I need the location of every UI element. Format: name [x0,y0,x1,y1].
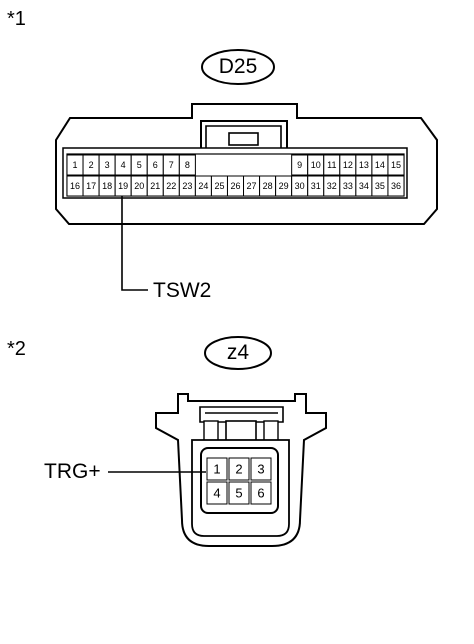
connector1-pin-cell [387,154,405,176]
connector1-pin: 23 [182,181,192,191]
connector1-pin: 21 [150,181,160,191]
connector2-name: z4 [226,341,250,364]
connector2-pin: 2 [235,462,242,477]
connector2-marker: *2 [7,338,26,360]
connector1-signal-line [121,196,148,291]
connector2-pin-cell [206,457,228,481]
connector1-pin: 35 [375,181,385,191]
connector1-name: D25 [218,55,258,78]
connector2-pin-cell [250,457,272,481]
connector1-pin: 12 [343,160,353,170]
connector1-pin: 13 [359,160,369,170]
connector1-pin: 6 [153,160,158,170]
connector1-pin: 25 [214,181,224,191]
connector2-pin: 1 [213,462,220,477]
connector1-pins-row2: 16 17 18 19 20 21 22 23 24 25 26 27 28 29 30 31 32 33 34 35… [66,175,405,197]
connector2-signal-label: TRG+ [44,460,101,483]
connector1-pin: 18 [102,181,112,191]
connector1-pin: 32 [327,181,337,191]
connector1-pin: 30 [295,181,305,191]
connector1-pin: 2 [89,160,94,170]
connector1-pin: 8 [185,160,190,170]
connector2-pin-cell [228,457,250,481]
connector1-pin: 17 [86,181,96,191]
connector1-pin: 4 [121,160,126,170]
connector1-latch-tab [228,132,259,146]
connector1-pin: 3 [105,160,110,170]
connector2-pin-cell [250,481,272,505]
connector2-pin-cell [206,481,228,505]
connector1-pin: 15 [391,160,401,170]
connector1-pin: 22 [166,181,176,191]
connector2-pin-cell [228,481,250,505]
connector1-pin: 29 [279,181,289,191]
connector1-pin: 24 [198,181,208,191]
connector1-pin: 36 [391,181,401,191]
connector2-lock-arm-left [203,420,219,442]
connector2-pin: 3 [257,462,264,477]
connector1-pin: 14 [375,160,385,170]
connector2-name-oval [204,336,272,370]
connector1-marker: *1 [7,8,26,30]
connector1-pin: 27 [247,181,257,191]
connector1-pin: 20 [134,181,144,191]
connector1-pin: 26 [230,181,240,191]
connector1-pin: 16 [70,181,80,191]
connector2-pin: 5 [235,486,242,501]
connector2-lock-arm-right [263,420,279,442]
connector1-pin: 34 [359,181,369,191]
connector1-pin: 33 [343,181,353,191]
connector2-pin: 6 [257,486,264,501]
connector1-pin: 28 [263,181,273,191]
connector2-pin: 4 [213,486,220,501]
connector1-pin: 10 [311,160,321,170]
connector1-pin: 11 [327,160,336,170]
connector1-signal-label: TSW2 [153,279,212,302]
connector1-pin: 7 [169,160,174,170]
connector1-pin: 9 [297,160,302,170]
connector1-pin: 1 [73,160,78,170]
connector1-pin: 19 [118,181,128,191]
connector1-pin: 5 [137,160,142,170]
connector1-pin-cell [387,175,405,197]
connector1-pin: 31 [311,181,321,191]
connector1-pin-cell [178,154,196,176]
connector2-lock [199,406,284,423]
connector1-name-oval [201,49,275,85]
